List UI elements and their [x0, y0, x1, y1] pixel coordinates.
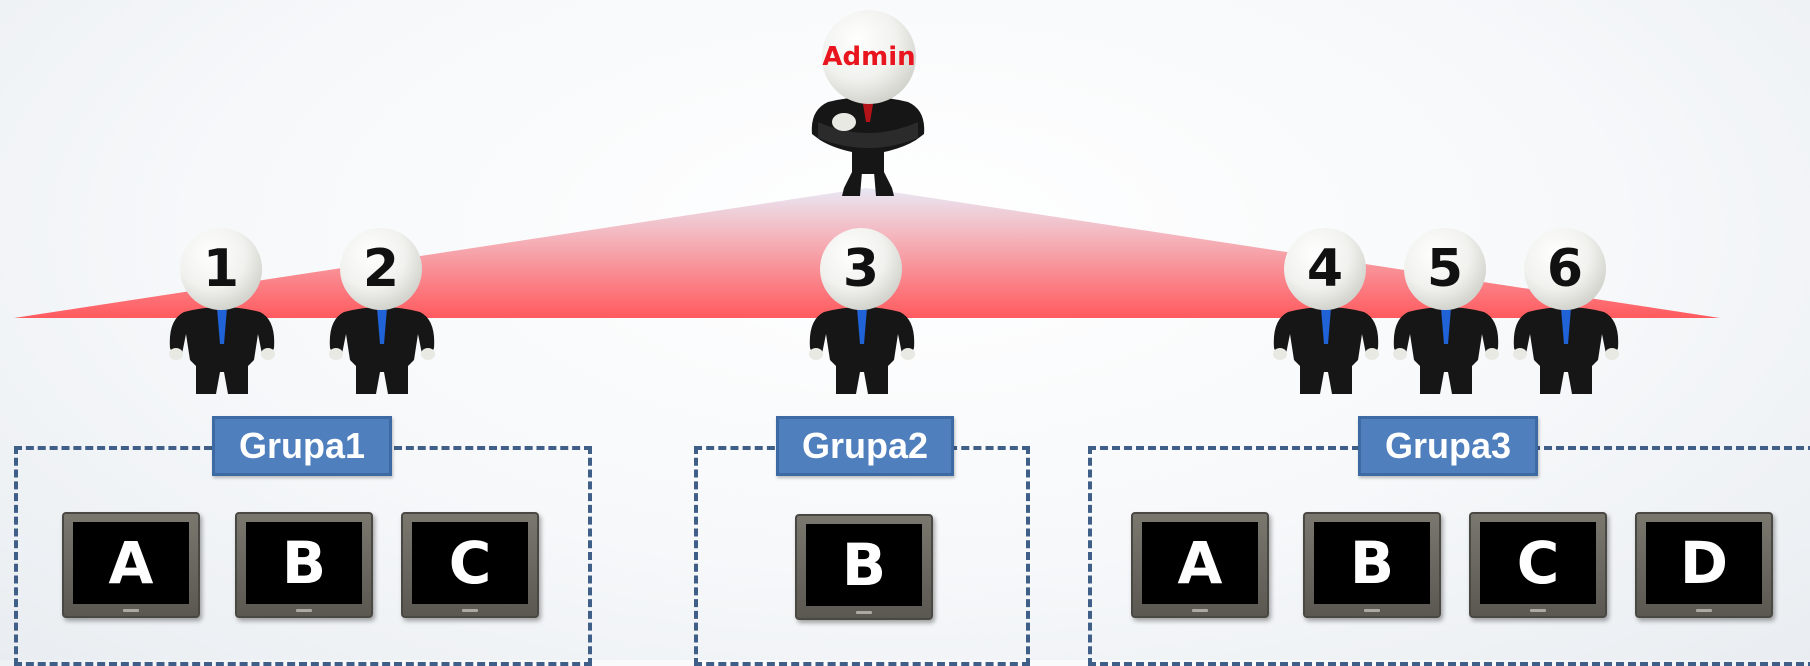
monitor-screen: A — [1142, 522, 1258, 604]
admin-label: Admin — [822, 42, 916, 72]
user-body-icon — [329, 307, 435, 394]
user-figure-4: 4 — [1266, 228, 1386, 398]
user-head: 2 — [340, 228, 422, 310]
admin-head: Admin — [822, 10, 916, 104]
user-head: 6 — [1524, 228, 1606, 310]
user-head: 4 — [1284, 228, 1366, 310]
user-number: 2 — [362, 239, 400, 299]
user-number: 5 — [1426, 239, 1464, 299]
user-head: 5 — [1404, 228, 1486, 310]
monitor: B — [1303, 512, 1441, 618]
user-figure-5: 5 — [1386, 228, 1506, 398]
user-body-icon — [1393, 307, 1499, 394]
group-label-1: Grupa1 — [212, 416, 392, 476]
monitor-screen: D — [1646, 522, 1762, 604]
user-number: 6 — [1546, 239, 1584, 299]
user-number: 3 — [842, 239, 880, 299]
monitor-screen: C — [1480, 522, 1596, 604]
monitor: A — [1131, 512, 1269, 618]
user-number: 4 — [1306, 239, 1344, 299]
monitor-screen: C — [412, 522, 528, 604]
user-figure-3: 3 — [802, 228, 922, 398]
monitor: A — [62, 512, 200, 618]
monitor: B — [235, 512, 373, 618]
monitor-screen: B — [246, 522, 362, 604]
admin-body — [811, 97, 925, 196]
monitor: B — [795, 514, 933, 620]
user-number: 1 — [202, 239, 240, 299]
user-head: 1 — [180, 228, 262, 310]
monitor-screen: B — [806, 524, 922, 606]
group-label-2: Grupa2 — [776, 416, 954, 476]
user-figure-2: 2 — [322, 228, 442, 398]
user-body-icon — [1513, 307, 1619, 394]
group-label-3: Grupa3 — [1358, 416, 1538, 476]
user-body-icon — [169, 307, 275, 394]
monitor: D — [1635, 512, 1773, 618]
user-body-icon — [809, 307, 915, 394]
user-head: 3 — [820, 228, 902, 310]
user-figure-1: 1 — [162, 228, 282, 398]
user-figure-6: 6 — [1506, 228, 1626, 398]
monitor: C — [1469, 512, 1607, 618]
monitor-screen: B — [1314, 522, 1430, 604]
monitor: C — [401, 512, 539, 618]
user-body-icon — [1273, 307, 1379, 394]
monitor-screen: A — [73, 522, 189, 604]
